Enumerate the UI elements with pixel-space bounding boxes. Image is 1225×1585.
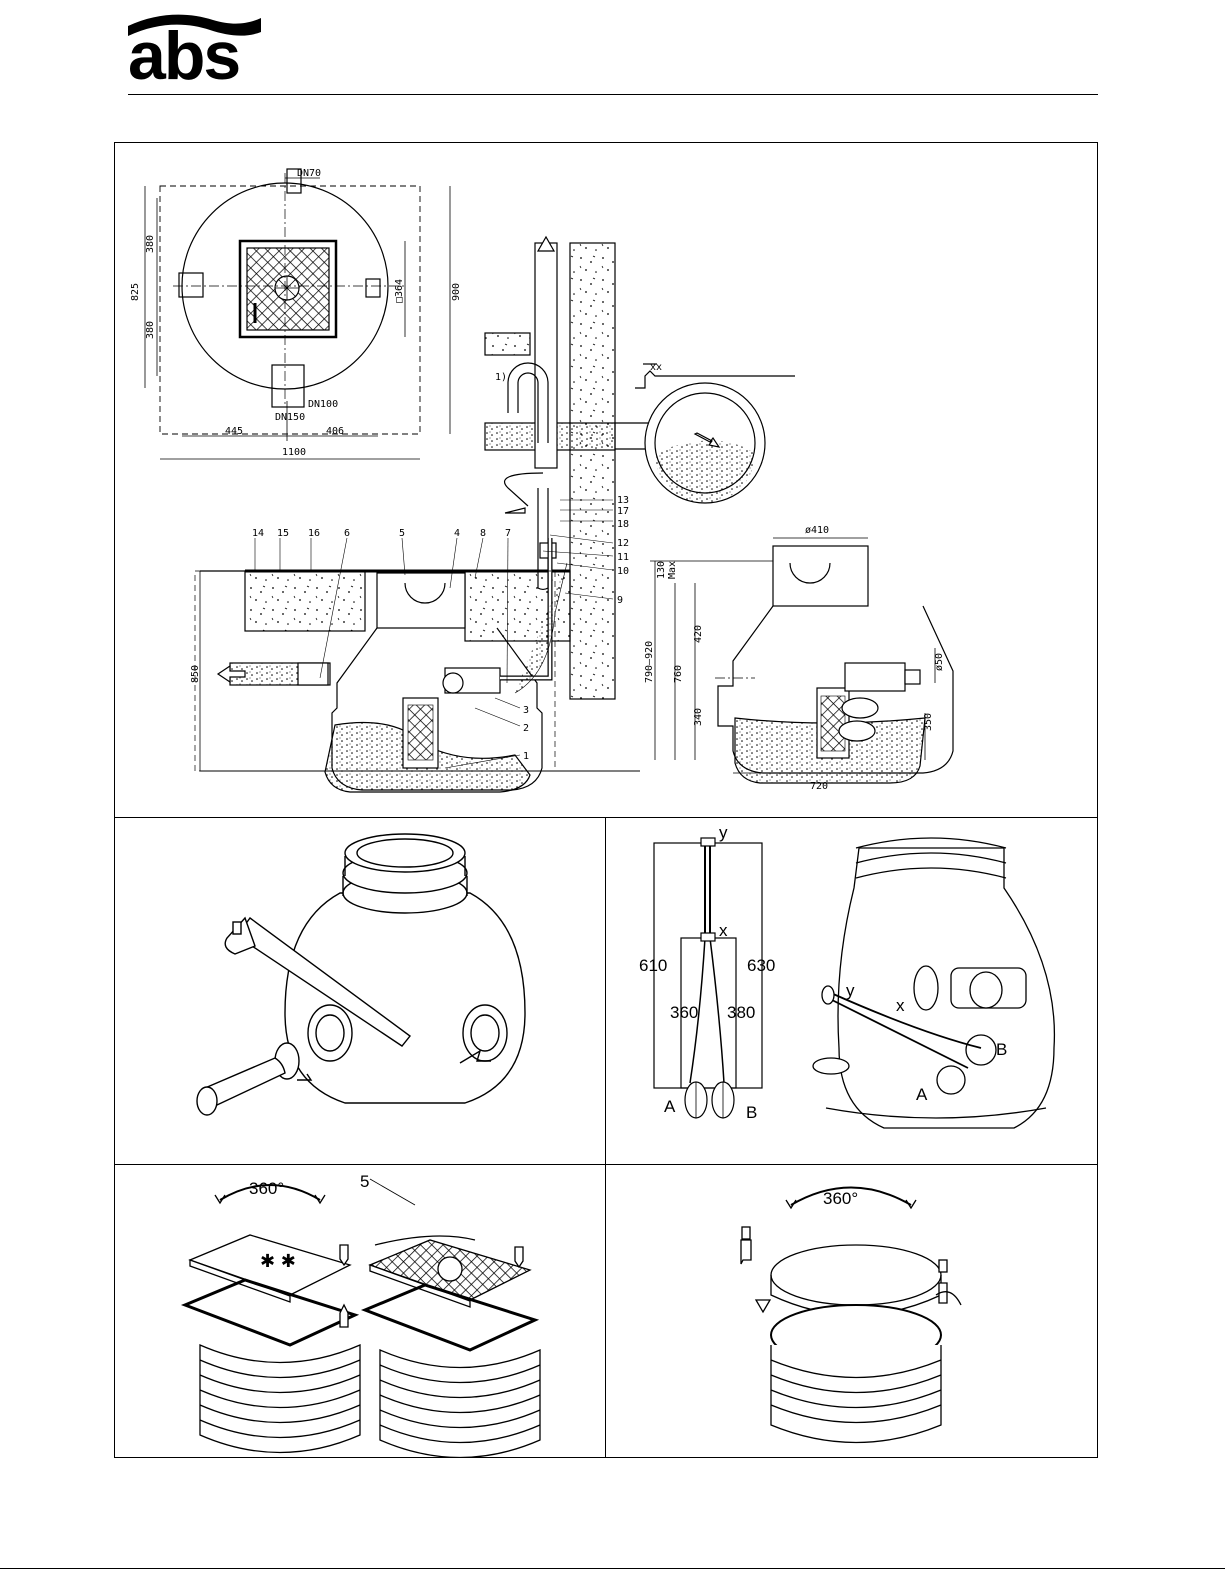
callout-11: 11 (617, 552, 629, 563)
float-label-x: x (719, 921, 728, 940)
dim-340: 340 (693, 708, 704, 726)
label-5: 5 (399, 528, 405, 539)
dim-610: 610 (639, 956, 667, 975)
dim-850: 850 (190, 665, 201, 683)
dim-dn70: DN70 (297, 168, 321, 179)
dim-dn100: DN100 (308, 399, 338, 410)
dim-dn150: DN150 (275, 412, 305, 423)
float-switch-panel: y x 610 630 360 380 A B y x B A (606, 818, 1097, 1163)
callout-12: 12 (617, 538, 629, 549)
dim-130: 130 (656, 561, 667, 579)
label-6: 6 (344, 528, 350, 539)
footer-rule (0, 1568, 1225, 1569)
dim-406: 406 (326, 426, 344, 437)
round-cover-panel: 360° (606, 1165, 1097, 1457)
saw-cut-panel (115, 818, 604, 1163)
stars-mark: ✱ ✱ (260, 1251, 296, 1272)
dim-630: 630 (747, 956, 775, 975)
dim-420: 420 (693, 625, 704, 643)
dim-410: ø410 (805, 525, 829, 536)
saw-cut-illustration (115, 818, 604, 1163)
dim-790-920: 790–920 (644, 641, 655, 683)
callout-17: 17 (617, 506, 629, 517)
callout-18: 18 (617, 519, 629, 530)
label-8: 8 (480, 528, 486, 539)
callout-2: 2 (523, 723, 529, 734)
float-label-a2: A (916, 1085, 928, 1104)
float-label-a: A (664, 1097, 676, 1116)
label-16: 16 (308, 528, 320, 539)
dim-380-top: 380 (145, 235, 156, 253)
dim-825: 825 (130, 283, 141, 301)
level-mark: xx (650, 362, 662, 373)
side-view (650, 538, 953, 783)
dim-1100: 1100 (282, 447, 306, 458)
header-rule (128, 94, 1098, 95)
float-label-x2: x (896, 996, 905, 1015)
dim-380-bottom: 380 (145, 321, 156, 339)
callout-9: 9 (617, 595, 623, 606)
technical-drawing: DN70 380 380 825 900 □364 DN100 DN150 44… (115, 143, 1097, 816)
callout-10: 10 (617, 566, 629, 577)
abs-logo: abs (128, 8, 263, 90)
logo-text: abs (128, 16, 239, 96)
dim-max: Max (667, 561, 678, 579)
label-4: 4 (454, 528, 460, 539)
callout-3: 3 (523, 705, 529, 716)
rotation-label: 360° (249, 1179, 284, 1198)
float-label-y2: y (846, 981, 855, 1000)
label-14: 14 (252, 528, 264, 539)
dim-720: 720 (810, 781, 828, 792)
note-1: 1) (495, 372, 507, 383)
dim-360: 360 (670, 1003, 698, 1022)
dim-350: 350 (923, 713, 934, 731)
dim-364: □364 (394, 279, 405, 303)
label-7: 7 (505, 528, 511, 539)
dim-50: ø50 (934, 653, 945, 671)
technical-drawing-panel: DN70 380 380 825 900 □364 DN100 DN150 44… (115, 143, 1097, 816)
callout-13: 13 (617, 495, 629, 506)
float-label-b: B (746, 1103, 757, 1122)
dim-900: 900 (451, 283, 462, 301)
cover-install-illustration: 360° 5 ✱ ✱ (115, 1165, 604, 1457)
dim-380: 380 (727, 1003, 755, 1022)
label-15: 15 (277, 528, 289, 539)
cover-install-panel: 360° 5 ✱ ✱ (115, 1165, 604, 1457)
dim-760: 760 (673, 665, 684, 683)
float-label-b2: B (996, 1040, 1007, 1059)
callout-1: 1 (523, 751, 529, 762)
item-5-label: 5 (360, 1172, 369, 1191)
float-switch-illustration: y x 610 630 360 380 A B y x B A (606, 818, 1097, 1163)
rotation-label-2: 360° (823, 1189, 858, 1208)
round-cover-illustration: 360° (606, 1165, 1097, 1457)
float-label-y: y (719, 823, 728, 842)
dim-445: 445 (225, 426, 243, 437)
